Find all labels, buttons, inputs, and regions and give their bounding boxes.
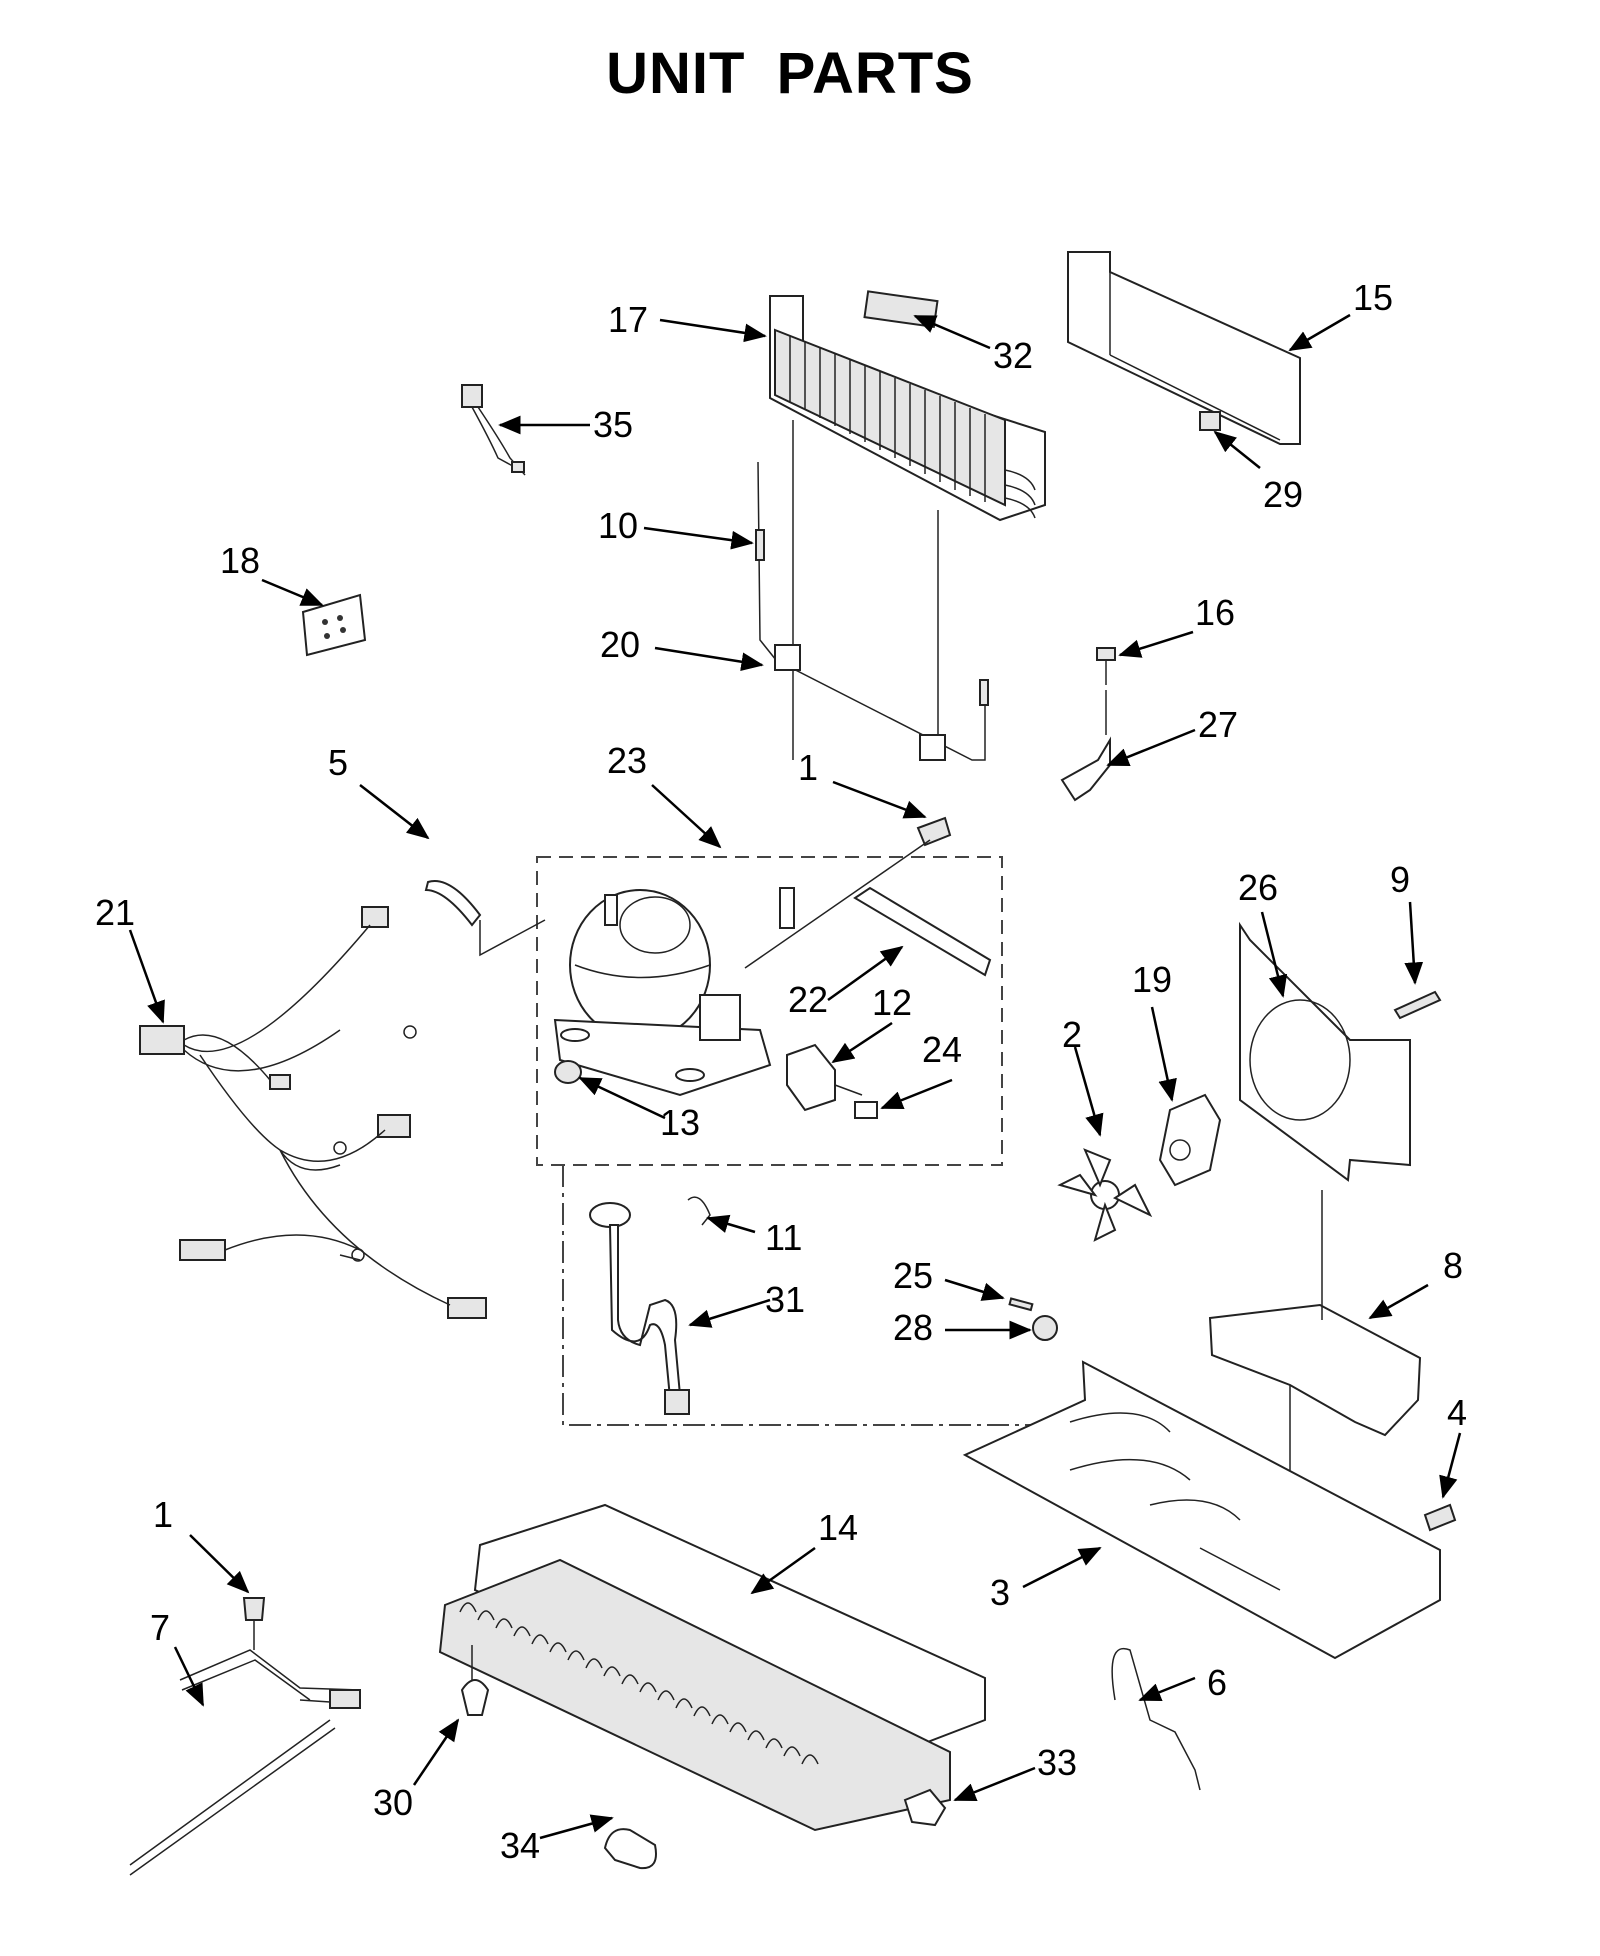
callout-17: 17 bbox=[608, 299, 648, 340]
compressor-group-outline bbox=[536, 856, 1003, 1166]
screw-part-4 bbox=[1423, 1503, 1457, 1532]
callout-6: 6 bbox=[1207, 1662, 1227, 1703]
base-pan-part bbox=[962, 1360, 1441, 1660]
callout-22: 22 bbox=[788, 979, 828, 1020]
condenser-part bbox=[769, 295, 1046, 760]
grommet-part-28 bbox=[1032, 1315, 1058, 1341]
callout-35: 35 bbox=[593, 404, 633, 445]
insulator-part-34 bbox=[603, 1828, 657, 1870]
callout-26: 26 bbox=[1238, 867, 1278, 908]
relay-part bbox=[786, 1043, 863, 1112]
callout-1a: 1 bbox=[798, 747, 818, 788]
callout-10: 10 bbox=[598, 505, 638, 546]
callout-23: 23 bbox=[607, 740, 647, 781]
leader-lines bbox=[128, 313, 1462, 1840]
callout-11: 11 bbox=[765, 1217, 802, 1258]
callout-30: 30 bbox=[373, 1782, 413, 1823]
callout-12: 12 bbox=[872, 982, 912, 1023]
page-title: UNIT PARTS bbox=[606, 41, 974, 106]
drier-part bbox=[853, 886, 992, 977]
bracket-part-27 bbox=[1060, 736, 1111, 802]
callout-1b: 1 bbox=[153, 1494, 173, 1535]
screw-part-1b bbox=[242, 1597, 266, 1650]
callout-31: 31 bbox=[765, 1279, 805, 1320]
screw-part-1a bbox=[744, 816, 952, 969]
heater-part-7 bbox=[129, 1649, 361, 1876]
screw-part-16 bbox=[1096, 647, 1116, 735]
fan-blade-part bbox=[1057, 1148, 1153, 1242]
callout-25: 25 bbox=[893, 1255, 933, 1296]
fan-shroud-part bbox=[1239, 921, 1411, 1182]
callout-19: 19 bbox=[1132, 959, 1172, 1000]
condenser-shield-part bbox=[1067, 251, 1301, 445]
callout-24: 24 bbox=[922, 1029, 962, 1070]
wire-harness-part bbox=[139, 906, 487, 1319]
callout-27: 27 bbox=[1198, 704, 1238, 745]
callout-18: 18 bbox=[220, 540, 260, 581]
wire-part-6 bbox=[1111, 1647, 1201, 1791]
wire-part-11 bbox=[687, 1196, 711, 1226]
screw-part-9 bbox=[1393, 990, 1442, 1020]
compressor-part bbox=[553, 887, 795, 1097]
callout-29: 29 bbox=[1263, 474, 1303, 515]
bracket-part-20b bbox=[919, 734, 946, 761]
callout-20: 20 bbox=[600, 624, 640, 665]
tubing-group-outline bbox=[562, 1165, 1083, 1426]
callout-9: 9 bbox=[1390, 859, 1410, 900]
strap-part-5 bbox=[424, 880, 482, 927]
callout-14: 14 bbox=[818, 1507, 858, 1548]
callout-7: 7 bbox=[150, 1607, 170, 1648]
fan-motor-part bbox=[1158, 1093, 1222, 1187]
callout-16: 16 bbox=[1195, 592, 1235, 633]
spacer-part-25 bbox=[1008, 1297, 1034, 1312]
control-board-part bbox=[301, 593, 367, 657]
callout-33: 33 bbox=[1037, 1742, 1077, 1783]
clip-part-29 bbox=[1199, 411, 1221, 431]
callout-34: 34 bbox=[500, 1825, 540, 1866]
evaporator-part bbox=[438, 1503, 986, 1832]
callout-2: 2 bbox=[1062, 1014, 1082, 1055]
callout-labels: 17 32 15 35 29 10 18 16 20 27 5 23 1 9 2… bbox=[95, 277, 1467, 1866]
sensor-part-35 bbox=[461, 384, 526, 476]
bracket-part-8 bbox=[1208, 1190, 1422, 1575]
callout-3: 3 bbox=[990, 1572, 1010, 1613]
clip-part-30 bbox=[460, 1679, 490, 1716]
grommet-part bbox=[554, 1060, 582, 1084]
tube-part-31 bbox=[589, 1202, 690, 1415]
callout-8: 8 bbox=[1443, 1245, 1463, 1286]
callout-28: 28 bbox=[893, 1307, 933, 1348]
overload-part bbox=[854, 1101, 878, 1119]
callout-13: 13 bbox=[660, 1102, 700, 1143]
bracket-part-20 bbox=[774, 644, 801, 671]
drier-tube-part bbox=[755, 461, 989, 761]
callout-32: 32 bbox=[993, 335, 1033, 376]
callout-21: 21 bbox=[95, 892, 135, 933]
callout-4: 4 bbox=[1447, 1392, 1467, 1433]
callout-5: 5 bbox=[328, 742, 348, 783]
callout-15: 15 bbox=[1353, 277, 1393, 318]
drain-trough-part-33 bbox=[903, 1788, 947, 1827]
